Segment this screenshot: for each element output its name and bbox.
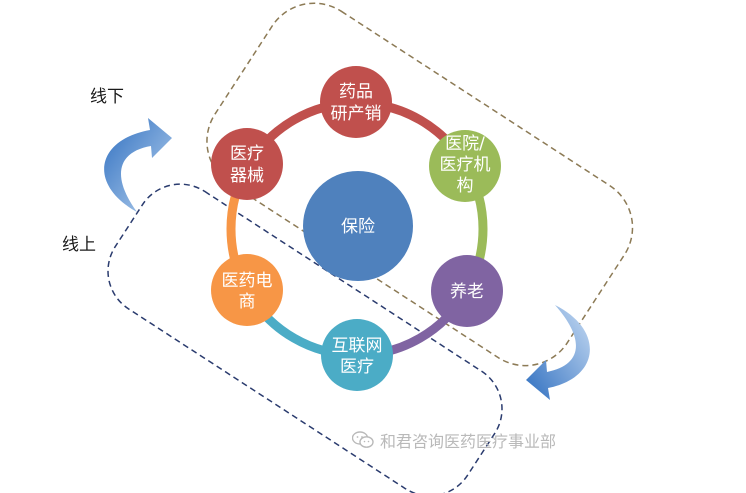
node-elderly: 养老: [431, 255, 503, 327]
watermark: 和君咨询医药医疗事业部: [352, 428, 556, 452]
wechat-icon: [352, 431, 374, 448]
online-label: 线上: [62, 235, 96, 255]
online-region: [107, 183, 503, 493]
node-pharma: 药品 研产销: [320, 66, 392, 138]
watermark-text: 和君咨询医药医疗事业部: [380, 432, 557, 451]
node-ecommerce-circle: [211, 254, 283, 326]
node-ecommerce: 医药电 商: [211, 254, 283, 326]
curved-arrow-right-icon: [526, 305, 590, 400]
node-pharma-line-1: 药品: [339, 82, 373, 102]
center-circle: [303, 171, 413, 281]
node-devices-line-2: 器械: [230, 166, 264, 186]
node-ecommerce-line-2: 商: [239, 292, 256, 312]
node-hospital-line-3: 构: [457, 176, 474, 196]
node-devices-line-1: 医疗: [230, 144, 264, 164]
node-hospital-line-2: 医疗机: [440, 155, 491, 175]
node-devices-circle: [211, 128, 283, 200]
node-pharma-circle: [320, 66, 392, 138]
node-hospital-line-1: 医院/: [445, 134, 485, 154]
node-pharma-line-2: 研产销: [331, 104, 382, 124]
node-devices: 医疗 器械: [211, 128, 283, 200]
node-ecommerce-line-1: 医药电: [222, 271, 273, 291]
node-elderly-circle: [431, 255, 503, 327]
node-internet-circle: [321, 319, 393, 391]
center-label: 保险: [341, 217, 375, 237]
offline-label: 线下: [90, 87, 124, 107]
node-hospital: 医院/ 医疗机 构: [429, 130, 501, 202]
node-internet: 互联网 医疗: [321, 319, 393, 391]
curved-arrow-left-icon: [104, 118, 172, 212]
node-elderly-line-1: 养老: [450, 282, 484, 302]
node-internet-line-1: 互联网: [332, 336, 383, 356]
node-hospital-circle: [429, 130, 501, 202]
node-internet-line-2: 医疗: [340, 357, 374, 377]
